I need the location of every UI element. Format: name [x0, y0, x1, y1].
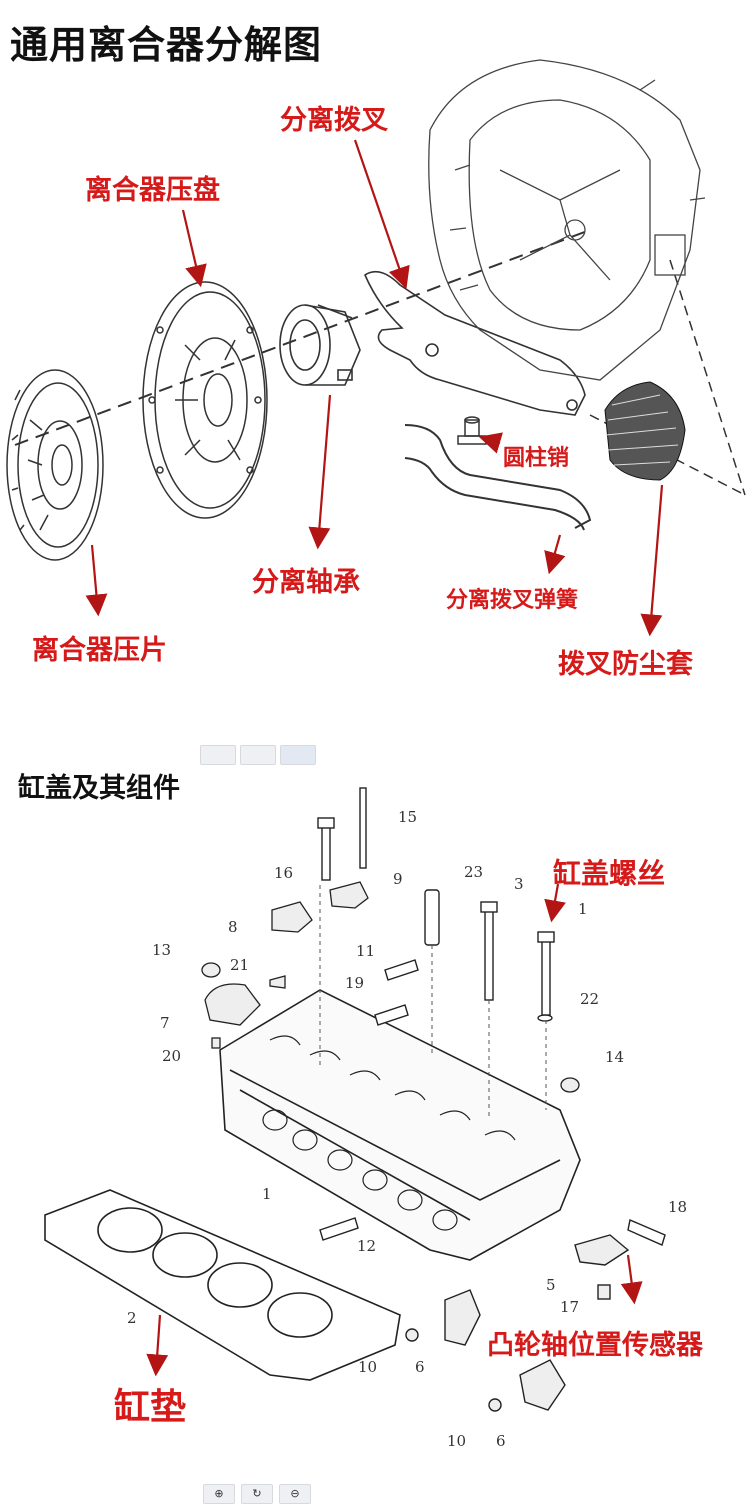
head-bolts	[317, 787, 666, 1246]
rotate-icon: ↻	[252, 1487, 262, 1500]
label-cylindrical-pin: 圆柱销	[503, 446, 570, 471]
part-number: 18	[668, 1198, 688, 1216]
label-head-gasket: 缸垫	[114, 1387, 187, 1428]
pressure-plate	[142, 281, 268, 519]
part-number: 2	[127, 1309, 137, 1327]
cylindrical-pin	[457, 416, 487, 445]
cylinder-head-block	[219, 989, 581, 1261]
part-number: 16	[274, 864, 294, 882]
part-number: 6	[415, 1358, 425, 1376]
zoom-in-button[interactable]: ⊕	[203, 1484, 235, 1504]
part-number: 14	[605, 1048, 625, 1066]
part-number: 1	[578, 900, 588, 918]
part-number: 17	[560, 1298, 580, 1316]
label-release-bearing: 分离轴承	[252, 567, 360, 598]
part-number: 23	[464, 863, 484, 881]
label-fork-spring: 分离拨叉弹簧	[446, 588, 579, 613]
head-gasket	[44, 1189, 401, 1381]
cylinder-head-diagram	[44, 787, 666, 1412]
part-number: 7	[160, 1014, 170, 1032]
zoom-in-icon: ⊕	[214, 1487, 224, 1500]
zoom-out-icon: ⊖	[290, 1487, 300, 1500]
part-number: 19	[345, 974, 365, 992]
viewer-tab-1[interactable]	[200, 745, 236, 765]
release-fork	[363, 270, 586, 416]
part-number: 6	[496, 1432, 506, 1450]
part-number: 10	[447, 1432, 467, 1450]
part-number: 1	[262, 1185, 272, 1203]
part-number: 13	[152, 941, 172, 959]
label-head-bolt: 缸盖螺丝	[553, 857, 666, 890]
rotate-button[interactable]: ↻	[241, 1484, 273, 1504]
viewer-tab-3[interactable]	[280, 745, 316, 765]
part-number: 10	[358, 1358, 378, 1376]
label-release-fork: 分离拨叉	[280, 105, 388, 136]
label-dust-boot: 拨叉防尘套	[558, 649, 693, 680]
part-number: 22	[580, 990, 600, 1008]
part-number: 20	[162, 1047, 182, 1065]
part-number: 15	[398, 808, 418, 826]
label-camshaft-position-sensor: 凸轮轴位置传感器	[487, 1330, 703, 1361]
part-number: 8	[228, 918, 238, 936]
label-clutch-disc: 离合器压片	[32, 635, 167, 666]
fork-spring	[404, 424, 592, 531]
clutch-disc	[6, 369, 104, 561]
section-title-cylinder-head: 缸盖及其组件	[18, 773, 180, 804]
viewer-tab-2[interactable]	[240, 745, 276, 765]
part-number: 3	[514, 875, 524, 893]
clutch-exploded-diagram	[6, 59, 746, 637]
zoom-out-button[interactable]: ⊖	[279, 1484, 311, 1504]
part-number: 9	[393, 870, 403, 888]
dust-boot	[604, 381, 686, 481]
label-pressure-plate: 离合器压盘	[85, 175, 220, 206]
part-number: 21	[230, 956, 250, 974]
part-number: 5	[546, 1276, 556, 1294]
transmission-housing	[428, 59, 706, 381]
part-number: 12	[357, 1237, 377, 1255]
part-number: 11	[356, 942, 376, 960]
page-title: 通用离合器分解图	[10, 23, 323, 67]
release-bearing	[279, 304, 361, 386]
